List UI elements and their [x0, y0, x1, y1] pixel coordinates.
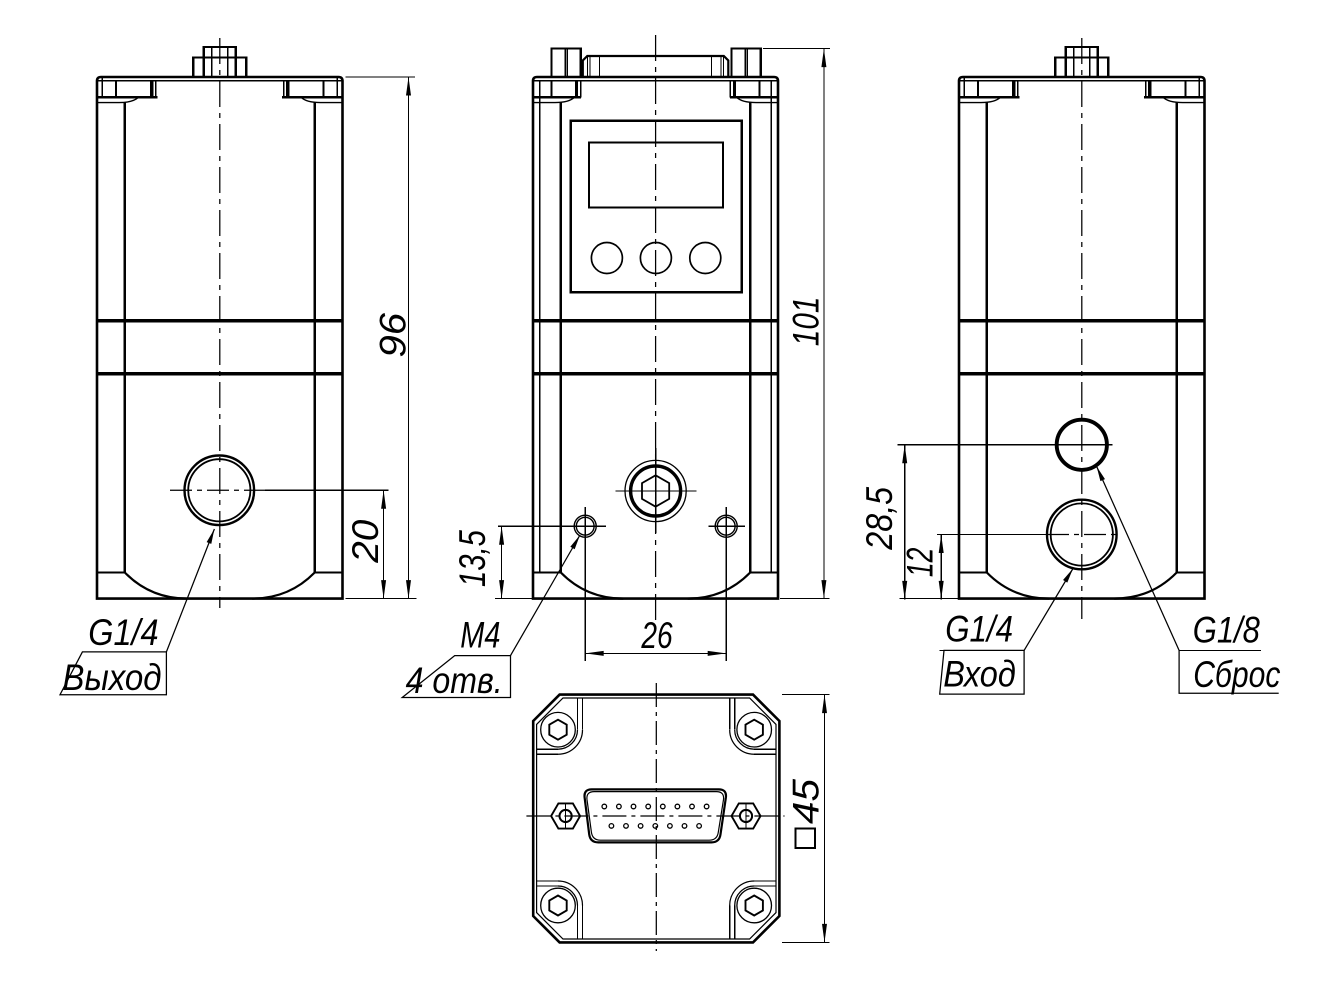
svg-text:101: 101: [786, 297, 827, 347]
svg-text:13,5: 13,5: [452, 530, 493, 587]
svg-text:Вход: Вход: [943, 653, 1016, 694]
svg-text:4 отв.: 4 отв.: [406, 660, 503, 701]
svg-text:28,5: 28,5: [859, 487, 900, 551]
svg-text:G1/8: G1/8: [1193, 609, 1260, 650]
svg-text:26: 26: [641, 615, 673, 656]
svg-text:Выход: Выход: [62, 657, 161, 698]
svg-text:M4: M4: [460, 614, 500, 655]
svg-text:20: 20: [345, 519, 386, 564]
svg-text:G1/4: G1/4: [88, 612, 158, 653]
svg-text:G1/4: G1/4: [945, 609, 1013, 650]
svg-text:96: 96: [373, 312, 414, 357]
svg-text:Сброс: Сброс: [1193, 654, 1281, 695]
svg-text:12: 12: [900, 547, 941, 577]
svg-text:45: 45: [786, 779, 827, 824]
